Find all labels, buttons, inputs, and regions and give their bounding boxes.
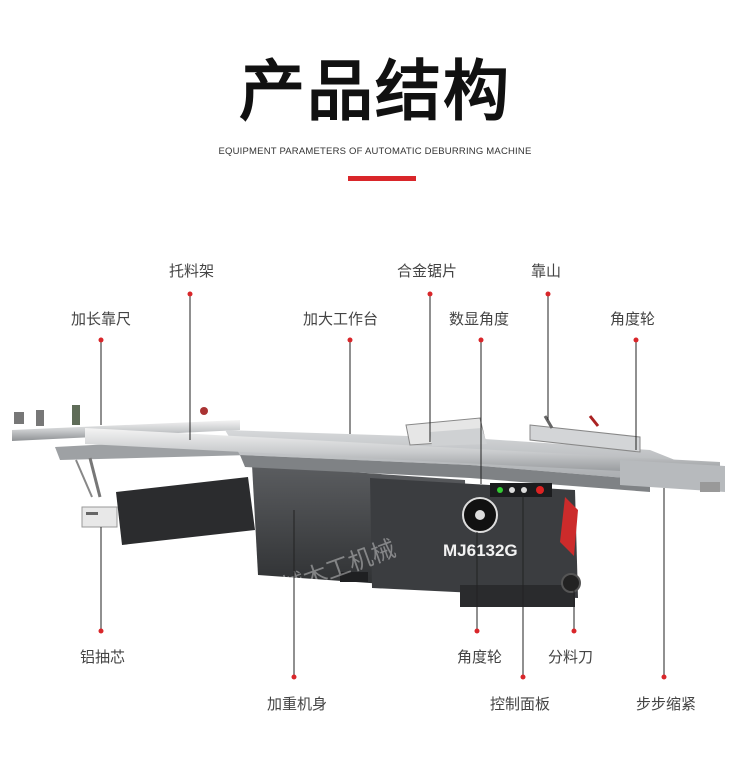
control-panel-box xyxy=(490,483,552,497)
label-step-tightening: 步步缩紧 xyxy=(636,695,697,713)
title-accent-bar xyxy=(348,176,416,181)
label-control-panel: 控制面板 xyxy=(490,695,551,713)
leader-lines xyxy=(98,291,667,680)
model-number: MJ6132G xyxy=(443,541,518,560)
leader-heavy-body-dot xyxy=(291,674,297,680)
sliding-rail xyxy=(85,428,725,492)
machine-base xyxy=(116,465,578,607)
leader-extended-ruler-dot xyxy=(98,337,104,343)
leader-riving-knife-dot xyxy=(571,628,577,634)
label-digital-angle: 数显角度 xyxy=(449,310,510,328)
leader-aluminum-core-dot xyxy=(98,628,104,634)
label-alloy-saw-blade: 合金锯片 xyxy=(397,262,458,280)
leader-enlarged-table-dot xyxy=(347,337,353,343)
leader-material-support-dot xyxy=(187,291,193,297)
label-extended-ruler: 加长靠尺 xyxy=(71,310,132,328)
label-angle-wheel-top: 角度轮 xyxy=(610,310,656,328)
saw-blade-guard xyxy=(405,417,487,446)
leader-control-panel-dot xyxy=(520,674,526,680)
leader-step-tightening-dot xyxy=(661,674,667,680)
label-riving-knife: 分料刀 xyxy=(548,648,594,666)
angle-wheels xyxy=(560,497,581,593)
leader-digital-angle-dot xyxy=(478,337,484,343)
leader-angle-wheel-top-dot xyxy=(633,337,639,343)
label-enlarged-table: 加大工作台 xyxy=(303,310,379,328)
body-logo xyxy=(462,497,498,533)
label-heavy-body: 加重机身 xyxy=(267,695,328,713)
label-material-support: 托料架 xyxy=(169,262,215,280)
label-fence: 靠山 xyxy=(531,262,562,280)
label-angle-wheel-bottom: 角度轮 xyxy=(457,648,503,666)
leader-angle-wheel-bottom-dot xyxy=(474,628,480,634)
leader-fence-dot xyxy=(545,291,551,297)
rip-fence xyxy=(529,415,641,453)
page-title: 产品结构 xyxy=(239,53,511,130)
label-aluminum-core: 铝抽芯 xyxy=(80,648,126,666)
page-subtitle: EQUIPMENT PARAMETERS OF AUTOMATIC DEBURR… xyxy=(218,146,532,157)
leader-alloy-saw-blade-dot xyxy=(427,291,433,297)
